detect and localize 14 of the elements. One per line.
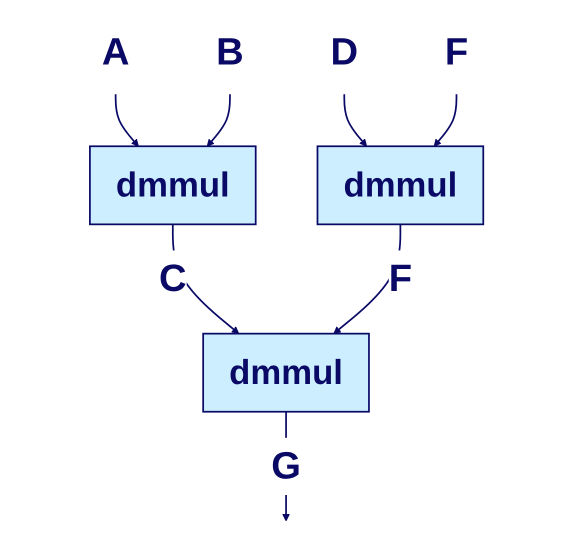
edge-label: G [271,444,301,488]
node-text: B [216,30,244,74]
node-box: dmmul [89,145,257,226]
node-text: D [330,30,358,74]
node-box: dmmul [316,145,484,226]
node-text: A [102,30,130,74]
edge-label: C [159,257,187,300]
edge-label: F [388,257,412,300]
node-text: F [444,30,468,74]
node-box: dmmul [202,332,370,413]
arrow [114,94,139,147]
arrow [434,94,458,147]
arrow [343,94,368,147]
arrow [206,94,231,147]
